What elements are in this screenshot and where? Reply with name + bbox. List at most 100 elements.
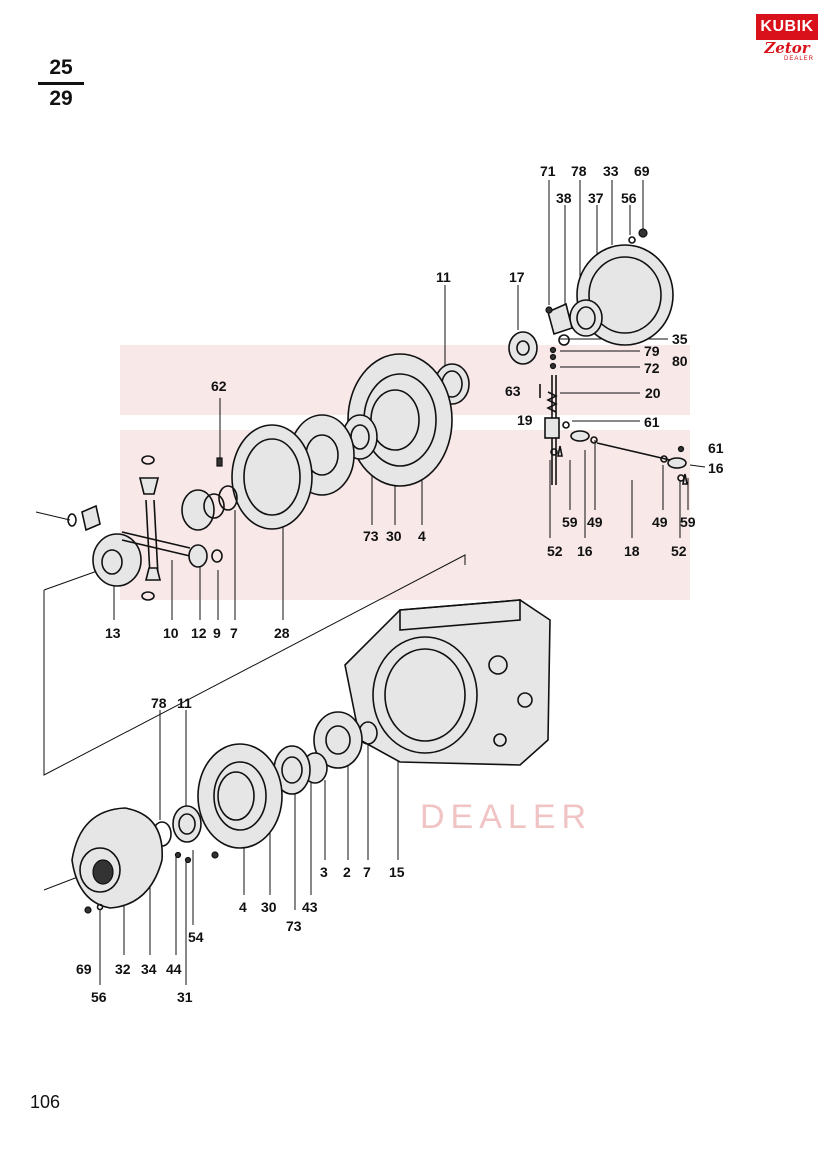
fraction-top: 25	[49, 56, 73, 79]
callout-12: 12	[191, 625, 207, 641]
callout-56: 56	[621, 190, 637, 206]
cup-30a	[370, 389, 420, 451]
pin-31	[184, 856, 192, 864]
callout-73: 73	[363, 528, 379, 544]
callout-18: 18	[624, 543, 640, 559]
callout-16: 16	[577, 543, 593, 559]
pin-52b	[677, 474, 685, 482]
fork-16a	[570, 430, 590, 442]
cover-32-dome	[79, 847, 121, 893]
callout-30: 30	[386, 528, 402, 544]
side-gear-right-hub	[203, 493, 225, 519]
page-fraction: 25 29	[36, 56, 86, 111]
cover-assembly-lower	[71, 743, 311, 914]
cross-10-arm-d	[153, 499, 159, 576]
cup-30b	[217, 771, 255, 821]
callout-73-lower: 73	[286, 918, 302, 934]
fork-16b	[667, 457, 687, 469]
brand-logo: KUBIK Zetor DEALER	[756, 14, 818, 64]
fraction-bar	[38, 82, 84, 85]
crown-wheel-28-teeth	[243, 438, 301, 516]
callout-49: 49	[587, 514, 603, 530]
callout-52: 52	[547, 543, 563, 559]
callout-54: 54	[188, 929, 204, 945]
gearbox-housing	[302, 599, 551, 784]
callout-35: 35	[672, 331, 688, 347]
callout-37: 37	[588, 190, 604, 206]
nut-49a	[590, 436, 598, 444]
callout-79: 79	[644, 343, 660, 359]
callout-7-lower: 7	[363, 864, 371, 880]
washer-top	[141, 455, 155, 465]
leader-frame-top	[43, 569, 101, 591]
callout-31: 31	[177, 989, 193, 1005]
callout-63: 63	[505, 383, 521, 399]
ring-78	[569, 299, 603, 337]
differential-gears	[67, 455, 225, 601]
callout-28: 28	[274, 625, 290, 641]
gear-17-hub	[516, 340, 530, 356]
callout-38: 38	[556, 190, 572, 206]
seal-11b-bore	[178, 813, 196, 835]
ring-78-bore	[576, 306, 596, 330]
washer-left	[67, 513, 77, 527]
side-gear-13	[92, 533, 142, 587]
callout-62: 62	[211, 378, 227, 394]
callout-56-lower: 56	[91, 989, 107, 1005]
callout-labels: 71 78 33 69 38 37 56 11 17 35 79 80 72 6…	[76, 163, 724, 1005]
callout-44: 44	[166, 961, 182, 977]
cross-10-arm-c	[145, 499, 151, 576]
callout-43: 43	[302, 899, 318, 915]
callout-59-right: 59	[680, 514, 696, 530]
callout-72: 72	[644, 360, 660, 376]
washer-9	[211, 549, 223, 563]
callout-15: 15	[389, 864, 405, 880]
callout-80: 80	[672, 353, 688, 369]
callout-11-lower: 11	[177, 695, 192, 711]
lever-19	[544, 417, 560, 439]
pin-62	[216, 457, 223, 467]
washer-7a	[218, 485, 238, 511]
washer-80	[549, 353, 557, 361]
callout-7: 7	[230, 625, 238, 641]
cover-32-hub	[92, 859, 114, 885]
fraction-bottom: 29	[49, 87, 73, 110]
housing-15-hole-b	[517, 692, 533, 708]
callout-2: 2	[343, 864, 351, 880]
carrier-2-bore	[325, 725, 351, 755]
callout-32: 32	[115, 961, 131, 977]
callout-59: 59	[562, 514, 578, 530]
bolt-69b	[84, 906, 92, 914]
callout-34: 34	[141, 961, 157, 977]
leader-16a	[689, 464, 706, 468]
callout-69-lower: 69	[76, 961, 92, 977]
seal-11b	[172, 805, 202, 843]
callout-20: 20	[645, 385, 661, 401]
callout-4: 4	[418, 528, 426, 544]
callout-10: 10	[163, 625, 179, 641]
washer-56b	[96, 903, 104, 911]
callout-69: 69	[634, 163, 650, 179]
housing-15-bore	[372, 636, 478, 754]
callout-9: 9	[213, 625, 221, 641]
ring-72	[549, 362, 557, 370]
cover-assembly-upper	[508, 228, 688, 485]
callout-49-right: 49	[652, 514, 668, 530]
callout-11: 11	[436, 269, 451, 285]
callout-71: 71	[540, 163, 556, 179]
ball-79	[549, 346, 557, 354]
callout-61-right: 61	[708, 440, 724, 456]
callout-4-lower: 4	[239, 899, 247, 915]
callout-33: 33	[603, 163, 619, 179]
callout-61: 61	[644, 414, 660, 430]
clip-35	[558, 334, 570, 346]
logo-tag: DEALER	[783, 56, 814, 62]
pinion-12	[188, 544, 208, 568]
callout-17: 17	[509, 269, 525, 285]
callout-16-right: 16	[708, 460, 724, 476]
pinion-left	[81, 504, 101, 532]
lever-38	[547, 302, 573, 336]
housing-15-hole-c	[493, 733, 507, 747]
callout-52-right: 52	[671, 543, 687, 559]
